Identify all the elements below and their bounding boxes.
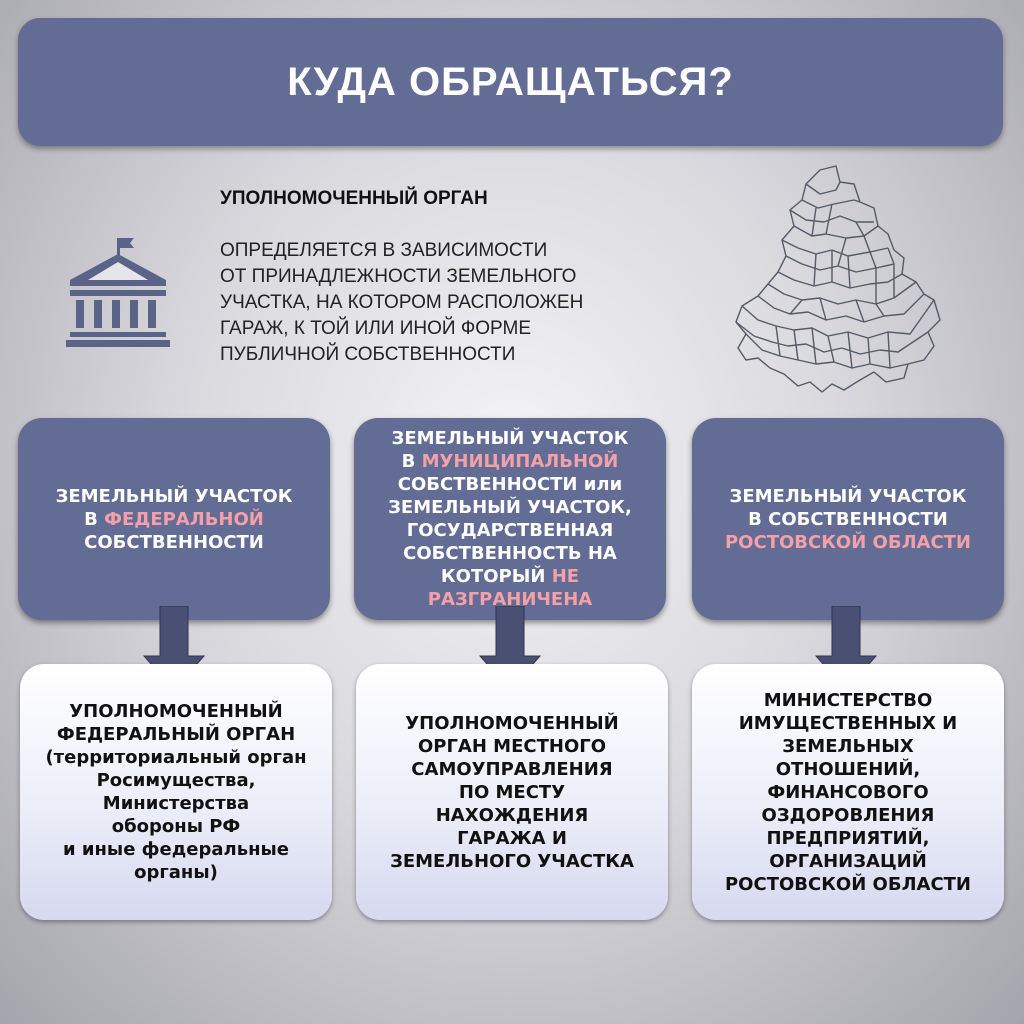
municipal-land-line-7: КОТОРЫЙ НЕ [440, 566, 580, 587]
federal-land-text: ЗЕМЕЛЬНЫЙ УЧАСТОК В ФЕДЕРАЛЬНОЙ СОБСТВЕН… [56, 485, 293, 554]
federal-land-line-2: В ФЕДЕРАЛЬНОЙ [84, 508, 264, 530]
municipal-land-text: ЗЕМЕЛЬНЫЙ УЧАСТОК В МУНИЦИПАЛЬНОЙ СОБСТВ… [388, 427, 632, 611]
federal-accent: ФЕДЕРАЛЬНОЙ [104, 508, 264, 530]
government-building-icon [66, 238, 170, 347]
federal-land-line-3: СОБСТВЕННОСТИ [84, 531, 264, 553]
intro-heading: УПОЛНОМОЧЕННЫЙ ОРГАН [220, 188, 488, 209]
municipal-accent: МУНИЦИПАЛЬНОЙ [421, 451, 619, 472]
regional-land-line-1: ЗЕМЕЛЬНЫЙ УЧАСТОК [729, 485, 967, 507]
not-accent: НЕ [551, 566, 580, 587]
municipal-land-line-3: СОБСТВЕННОСТИ или [397, 474, 623, 495]
municipal-authority-text: УПОЛНОМОЧЕННЫЙ ОРГАН МЕСТНОГО САМОУПРАВЛ… [390, 712, 634, 872]
municipal-land-line-2: В МУНИЦИПАЛЬНОЙ [401, 451, 619, 472]
page-title: КУДА ОБРАЩАТЬСЯ? [287, 59, 734, 104]
undelimited-accent: РАЗГРАНИЧЕНА [427, 589, 593, 610]
municipal-land-line-6: СОБСТВЕННОСТЬ НА [403, 543, 617, 564]
federal-authority-text: УПОЛНОМОЧЕННЫЙ ФЕДЕРАЛЬНЫЙ ОРГАН (террит… [45, 701, 307, 883]
regional-authority-text: МИНИСТЕРСТВО ИМУЩЕСТВЕННЫХ И ЗЕМЕЛЬНЫХ О… [724, 689, 971, 895]
federal-land-line-1: ЗЕМЕЛЬНЫЙ УЧАСТОК [55, 485, 293, 507]
federal-authority-box: УПОЛНОМОЧЕННЫЙ ФЕДЕРАЛЬНЫЙ ОРГАН (террит… [20, 664, 332, 920]
region-map-icon [735, 165, 941, 393]
regional-land-box: ЗЕМЕЛЬНЫЙ УЧАСТОК В СОБСТВЕННОСТИ РОСТОВ… [692, 418, 1004, 620]
regional-land-text: ЗЕМЕЛЬНЫЙ УЧАСТОК В СОБСТВЕННОСТИ РОСТОВ… [725, 485, 971, 554]
municipal-land-line-1: ЗЕМЕЛЬНЫЙ УЧАСТОК [391, 428, 629, 449]
rostov-accent: РОСТОВСКОЙ ОБЛАСТИ [724, 531, 971, 553]
header-banner: КУДА ОБРАЩАТЬСЯ? [18, 18, 1003, 146]
municipal-authority-box: УПОЛНОМОЧЕННЫЙ ОРГАН МЕСТНОГО САМОУПРАВЛ… [356, 664, 668, 920]
regional-authority-box: МИНИСТЕРСТВО ИМУЩЕСТВЕННЫХ И ЗЕМЕЛЬНЫХ О… [692, 664, 1004, 920]
municipal-land-line-5: ГОСУДАРСТВЕННАЯ [406, 520, 614, 541]
municipal-land-box: ЗЕМЕЛЬНЫЙ УЧАСТОК В МУНИЦИПАЛЬНОЙ СОБСТВ… [354, 418, 666, 620]
intro-text: ОПРЕДЕЛЯЕТСЯ В ЗАВИСИМОСТИ ОТ ПРИНАДЛЕЖН… [220, 240, 584, 365]
federal-land-box: ЗЕМЕЛЬНЫЙ УЧАСТОК В ФЕДЕРАЛЬНОЙ СОБСТВЕН… [18, 418, 330, 620]
municipal-land-line-4: ЗЕМЕЛЬНЫЙ УЧАСТОК, [388, 497, 632, 518]
regional-land-line-2: В СОБСТВЕННОСТИ [748, 508, 948, 530]
